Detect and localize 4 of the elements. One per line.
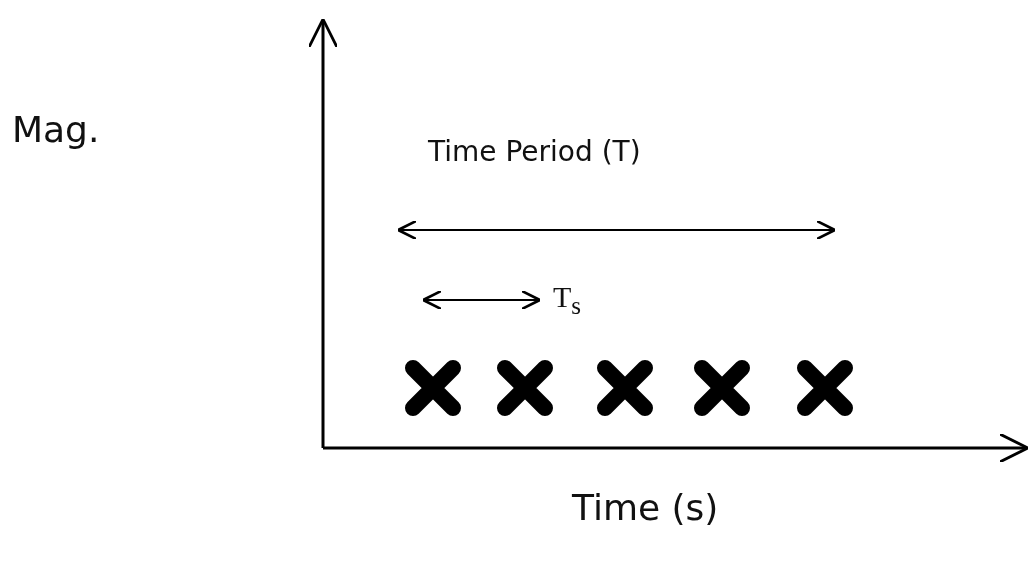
axis-label: Time (s) xyxy=(572,490,719,526)
dimension-label: T$_{s}$ xyxy=(553,282,582,318)
dimension-label: Time Period (T) xyxy=(428,138,641,166)
axis-label: Mag. xyxy=(12,112,100,148)
